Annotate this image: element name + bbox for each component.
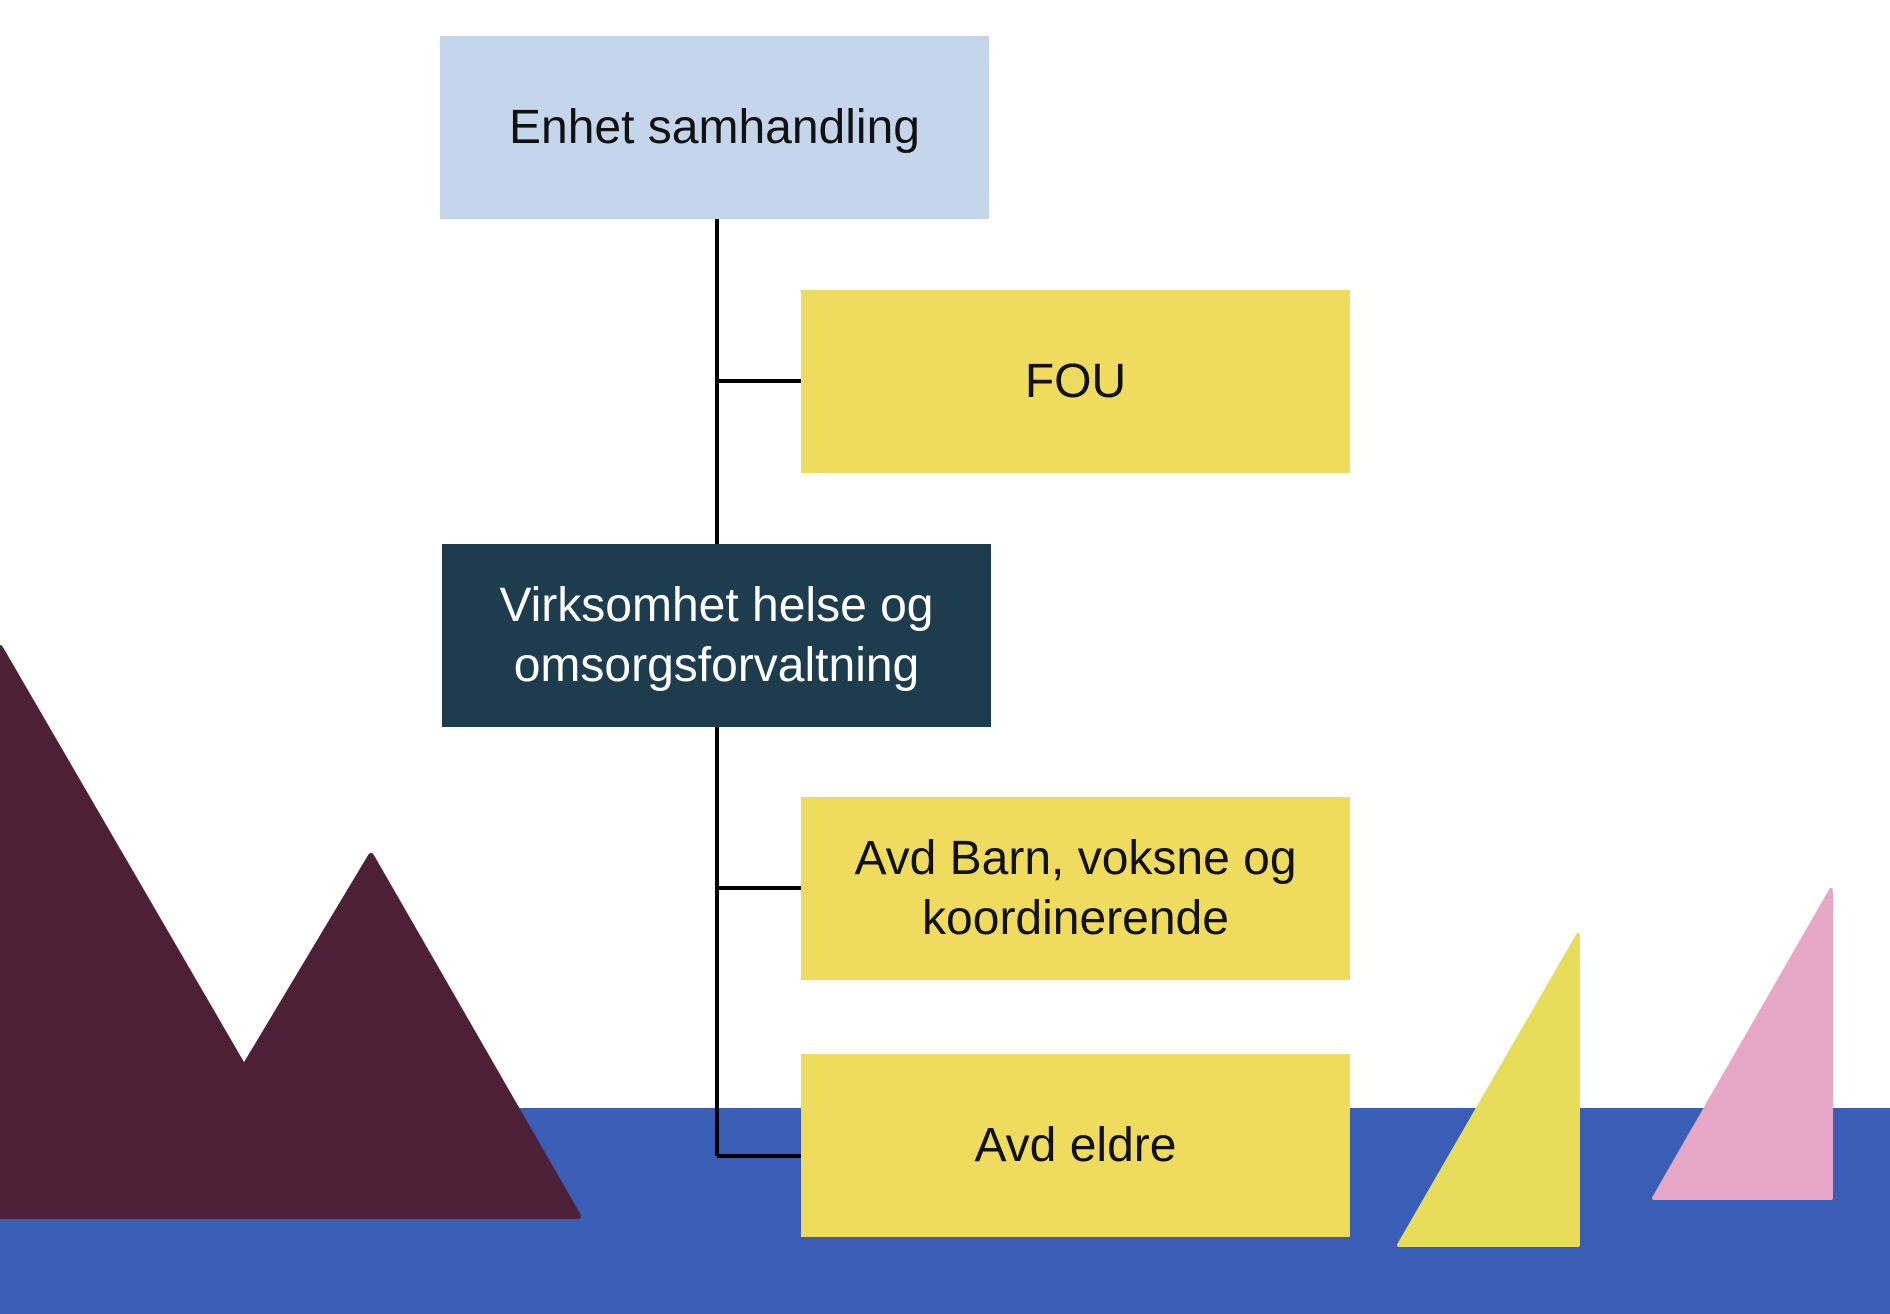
node-label-line: omsorgsforvaltning — [513, 638, 920, 692]
node-label: Avd eldre — [974, 1118, 1177, 1172]
node-label-line: Avd Barn, voksne og — [854, 831, 1297, 885]
node-enhet-samhandling: Enhet samhandling — [440, 36, 989, 219]
node-avd-barn-voksne-og-koordinerende: Avd Barn, voksne og koordinerende — [801, 797, 1350, 980]
pink-sail-icon — [1652, 888, 1833, 1200]
node-label: Enhet samhandling — [509, 100, 920, 154]
node-label: FOU — [1024, 354, 1127, 408]
node-label: Avd Barn, voksne og koordinerende — [854, 829, 1296, 949]
yellow-sail-icon — [1397, 933, 1580, 1247]
node-avd-eldre: Avd eldre — [801, 1054, 1350, 1237]
node-label: Virksomhet helse og omsorgsforvaltning — [499, 576, 933, 696]
node-label-line: Virksomhet helse og — [499, 578, 934, 632]
node-fou: FOU — [801, 290, 1350, 473]
mountains-icon — [0, 645, 581, 1219]
node-label-line: koordinerende — [922, 891, 1229, 945]
connector-lines — [715, 219, 801, 1158]
node-virksomhet-helse-og-omsorgsforvaltning: Virksomhet helse og omsorgsforvaltning — [442, 544, 991, 727]
